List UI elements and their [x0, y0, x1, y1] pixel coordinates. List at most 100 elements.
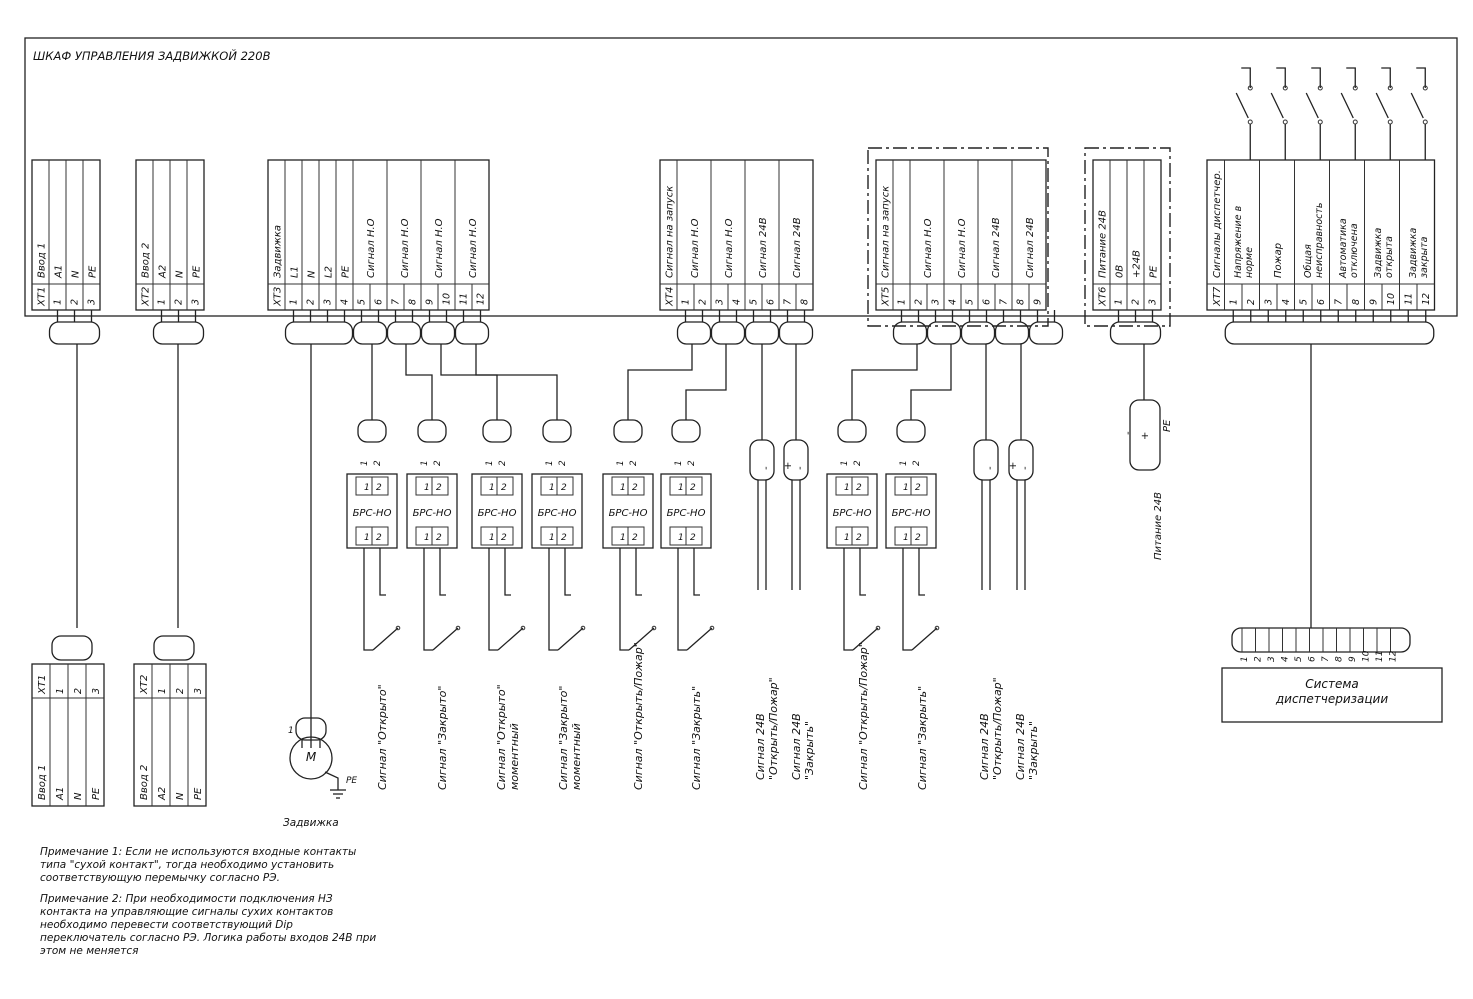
dispatch-pin-number: 4 [1281, 656, 1291, 662]
relay-label: БРС-НО [667, 508, 706, 519]
contact-blade [1235, 92, 1249, 119]
xt6-optional-frame [1084, 147, 1171, 327]
signal-label: Сигнал "Закрыто" [436, 686, 449, 790]
polarity-label: + [783, 462, 794, 470]
cable-signal-3 [420, 321, 456, 345]
pin-number: 8 [1351, 299, 1362, 305]
signal-wire [440, 344, 498, 420]
signal-line: Сигнал "Закрыть" [916, 686, 929, 790]
relay-pin: 2 [915, 483, 921, 493]
relay-label: БРС-НО [833, 508, 872, 519]
pin-number: 1 [1228, 299, 1239, 305]
dry-contact [852, 627, 879, 651]
contact-wire [859, 548, 866, 596]
dry-contact [497, 627, 524, 651]
box-label: А1 [55, 787, 66, 801]
contact-node [1317, 119, 1323, 125]
pin-number: 4 [948, 299, 959, 305]
box-number: 2 [175, 688, 186, 694]
pin-number: 10 [442, 293, 453, 305]
contact-node [1352, 85, 1358, 91]
signal-label: Сигнал 24В"Закрыть" [1014, 713, 1040, 780]
xt5-optional-frame [867, 147, 1049, 327]
pin-number: 1 [897, 299, 908, 305]
dispatch-pin-number: 2 [1254, 656, 1264, 662]
signal-label: Сигнал "Открыто"моментный [495, 684, 521, 790]
relay-label: БРС-НО [538, 508, 577, 519]
pin-number: 2 [914, 299, 925, 305]
block-label: Сигнал Н.О [366, 218, 377, 278]
relay-pin-label: 2 [687, 460, 697, 466]
relay-pin-label: 2 [373, 460, 383, 466]
relay-pin-label: 2 [433, 460, 443, 466]
pin-number: 3 [931, 299, 942, 305]
block-label: неисправность [1314, 203, 1325, 279]
contact-node [934, 625, 940, 631]
block-label: А2 [158, 265, 169, 279]
relay-cable [417, 419, 447, 443]
contact-node [1387, 119, 1393, 125]
relay-pin: 2 [501, 483, 507, 493]
pin-number: 1 [681, 299, 692, 305]
dispatch-box [1221, 667, 1443, 723]
block-label: N [175, 270, 186, 278]
contact-wire [363, 548, 373, 651]
contact-wire [1346, 67, 1356, 88]
relay-pin-label: 2 [912, 460, 922, 466]
block-label: Сигнал Н.О [400, 218, 411, 278]
power-pin: PE [1162, 419, 1173, 432]
block-label: N [71, 270, 82, 278]
pin-number: 2 [174, 299, 185, 305]
block-label: Напряжение в [1233, 205, 1244, 278]
block-id: XT3 [273, 287, 284, 307]
block-id: XT6 [1098, 287, 1109, 307]
block-id: XT4 [665, 287, 676, 307]
relay-box [885, 473, 937, 549]
power-pin: - [1123, 431, 1134, 435]
motor-circle [289, 736, 333, 780]
block-label: Задвижка [1408, 227, 1419, 278]
dispatch-pin-number: 9 [1348, 656, 1358, 662]
pin-number: 7 [1333, 299, 1344, 305]
relay-pin: 1 [620, 533, 626, 543]
box-label: PE [91, 787, 102, 800]
block-outline [659, 159, 814, 311]
signal-line: Сигнал 24В [1014, 713, 1027, 780]
relay-label: БРС-НО [478, 508, 517, 519]
relay-label: БРС-НО [609, 508, 648, 519]
signal-line: Сигнал "Закрыто" [557, 686, 570, 790]
contact-wire [1381, 67, 1391, 88]
cable-xt2 [152, 321, 205, 345]
pin-number: 2 [1246, 299, 1257, 305]
relay-box [826, 473, 878, 549]
pin-number: 3 [1263, 299, 1274, 305]
relay-pin: 1 [903, 533, 909, 543]
polarity-label: - [1020, 466, 1031, 470]
cable-xt5-1 [892, 321, 928, 345]
signal-line: моментный [570, 723, 583, 790]
relay-pin-label: 1 [485, 460, 495, 466]
relay-pin: 2 [561, 533, 567, 543]
signal-24v-pair: -+- [985, 462, 1031, 470]
relay-cable [613, 419, 643, 443]
relay-pin: 2 [915, 533, 921, 543]
motor-symbol: М [306, 750, 317, 764]
relay-box [602, 473, 654, 549]
dispatch-pin-number: 7 [1321, 656, 1331, 662]
box-cable [153, 635, 195, 661]
box-number: 1 [55, 688, 66, 694]
contact-wire [379, 548, 386, 596]
signal-line: Сигнал "Открыть/Пожар" [632, 642, 645, 790]
dry-contact [686, 627, 713, 651]
relay-pin-label: 2 [498, 460, 508, 466]
block-id: XT5 [881, 287, 892, 307]
block-outline [1206, 159, 1436, 311]
